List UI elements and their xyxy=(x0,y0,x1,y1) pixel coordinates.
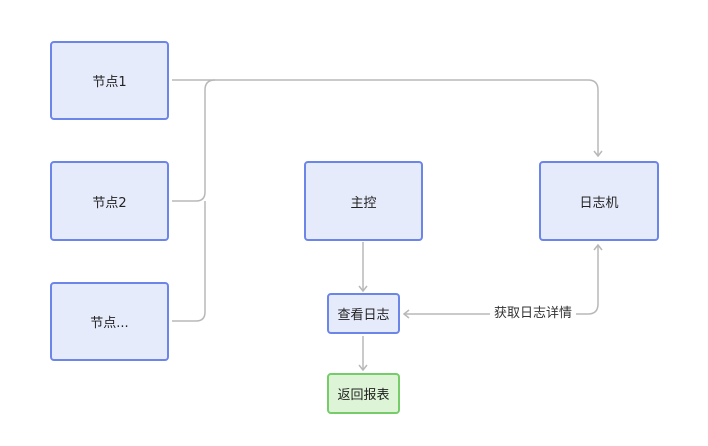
edge-node1-logger xyxy=(172,79,603,158)
master-node[interactable]: 主控 xyxy=(304,161,423,241)
node-2[interactable]: 节点2 xyxy=(50,161,169,241)
report-label: 返回报表 xyxy=(337,388,390,403)
edge-node2-join xyxy=(172,79,216,202)
view-log-node[interactable]: 查看日志 xyxy=(327,293,400,334)
logger-node[interactable]: 日志机 xyxy=(539,161,659,241)
node-more[interactable]: 节点... xyxy=(50,282,169,361)
edge-fetch-to-logger xyxy=(490,243,603,315)
view-log-label: 查看日志 xyxy=(337,308,390,323)
fetch-log-detail-label: 获取日志详情 xyxy=(490,305,577,323)
edge-node3-join xyxy=(172,201,206,322)
node-1[interactable]: 节点1 xyxy=(50,41,169,120)
node-1-label: 节点1 xyxy=(92,75,127,90)
report-node[interactable]: 返回报表 xyxy=(327,373,400,414)
logger-node-label: 日志机 xyxy=(579,195,619,211)
node-2-label: 节点2 xyxy=(92,195,127,211)
node-more-label: 节点... xyxy=(90,316,129,331)
master-node-label: 主控 xyxy=(350,195,377,211)
